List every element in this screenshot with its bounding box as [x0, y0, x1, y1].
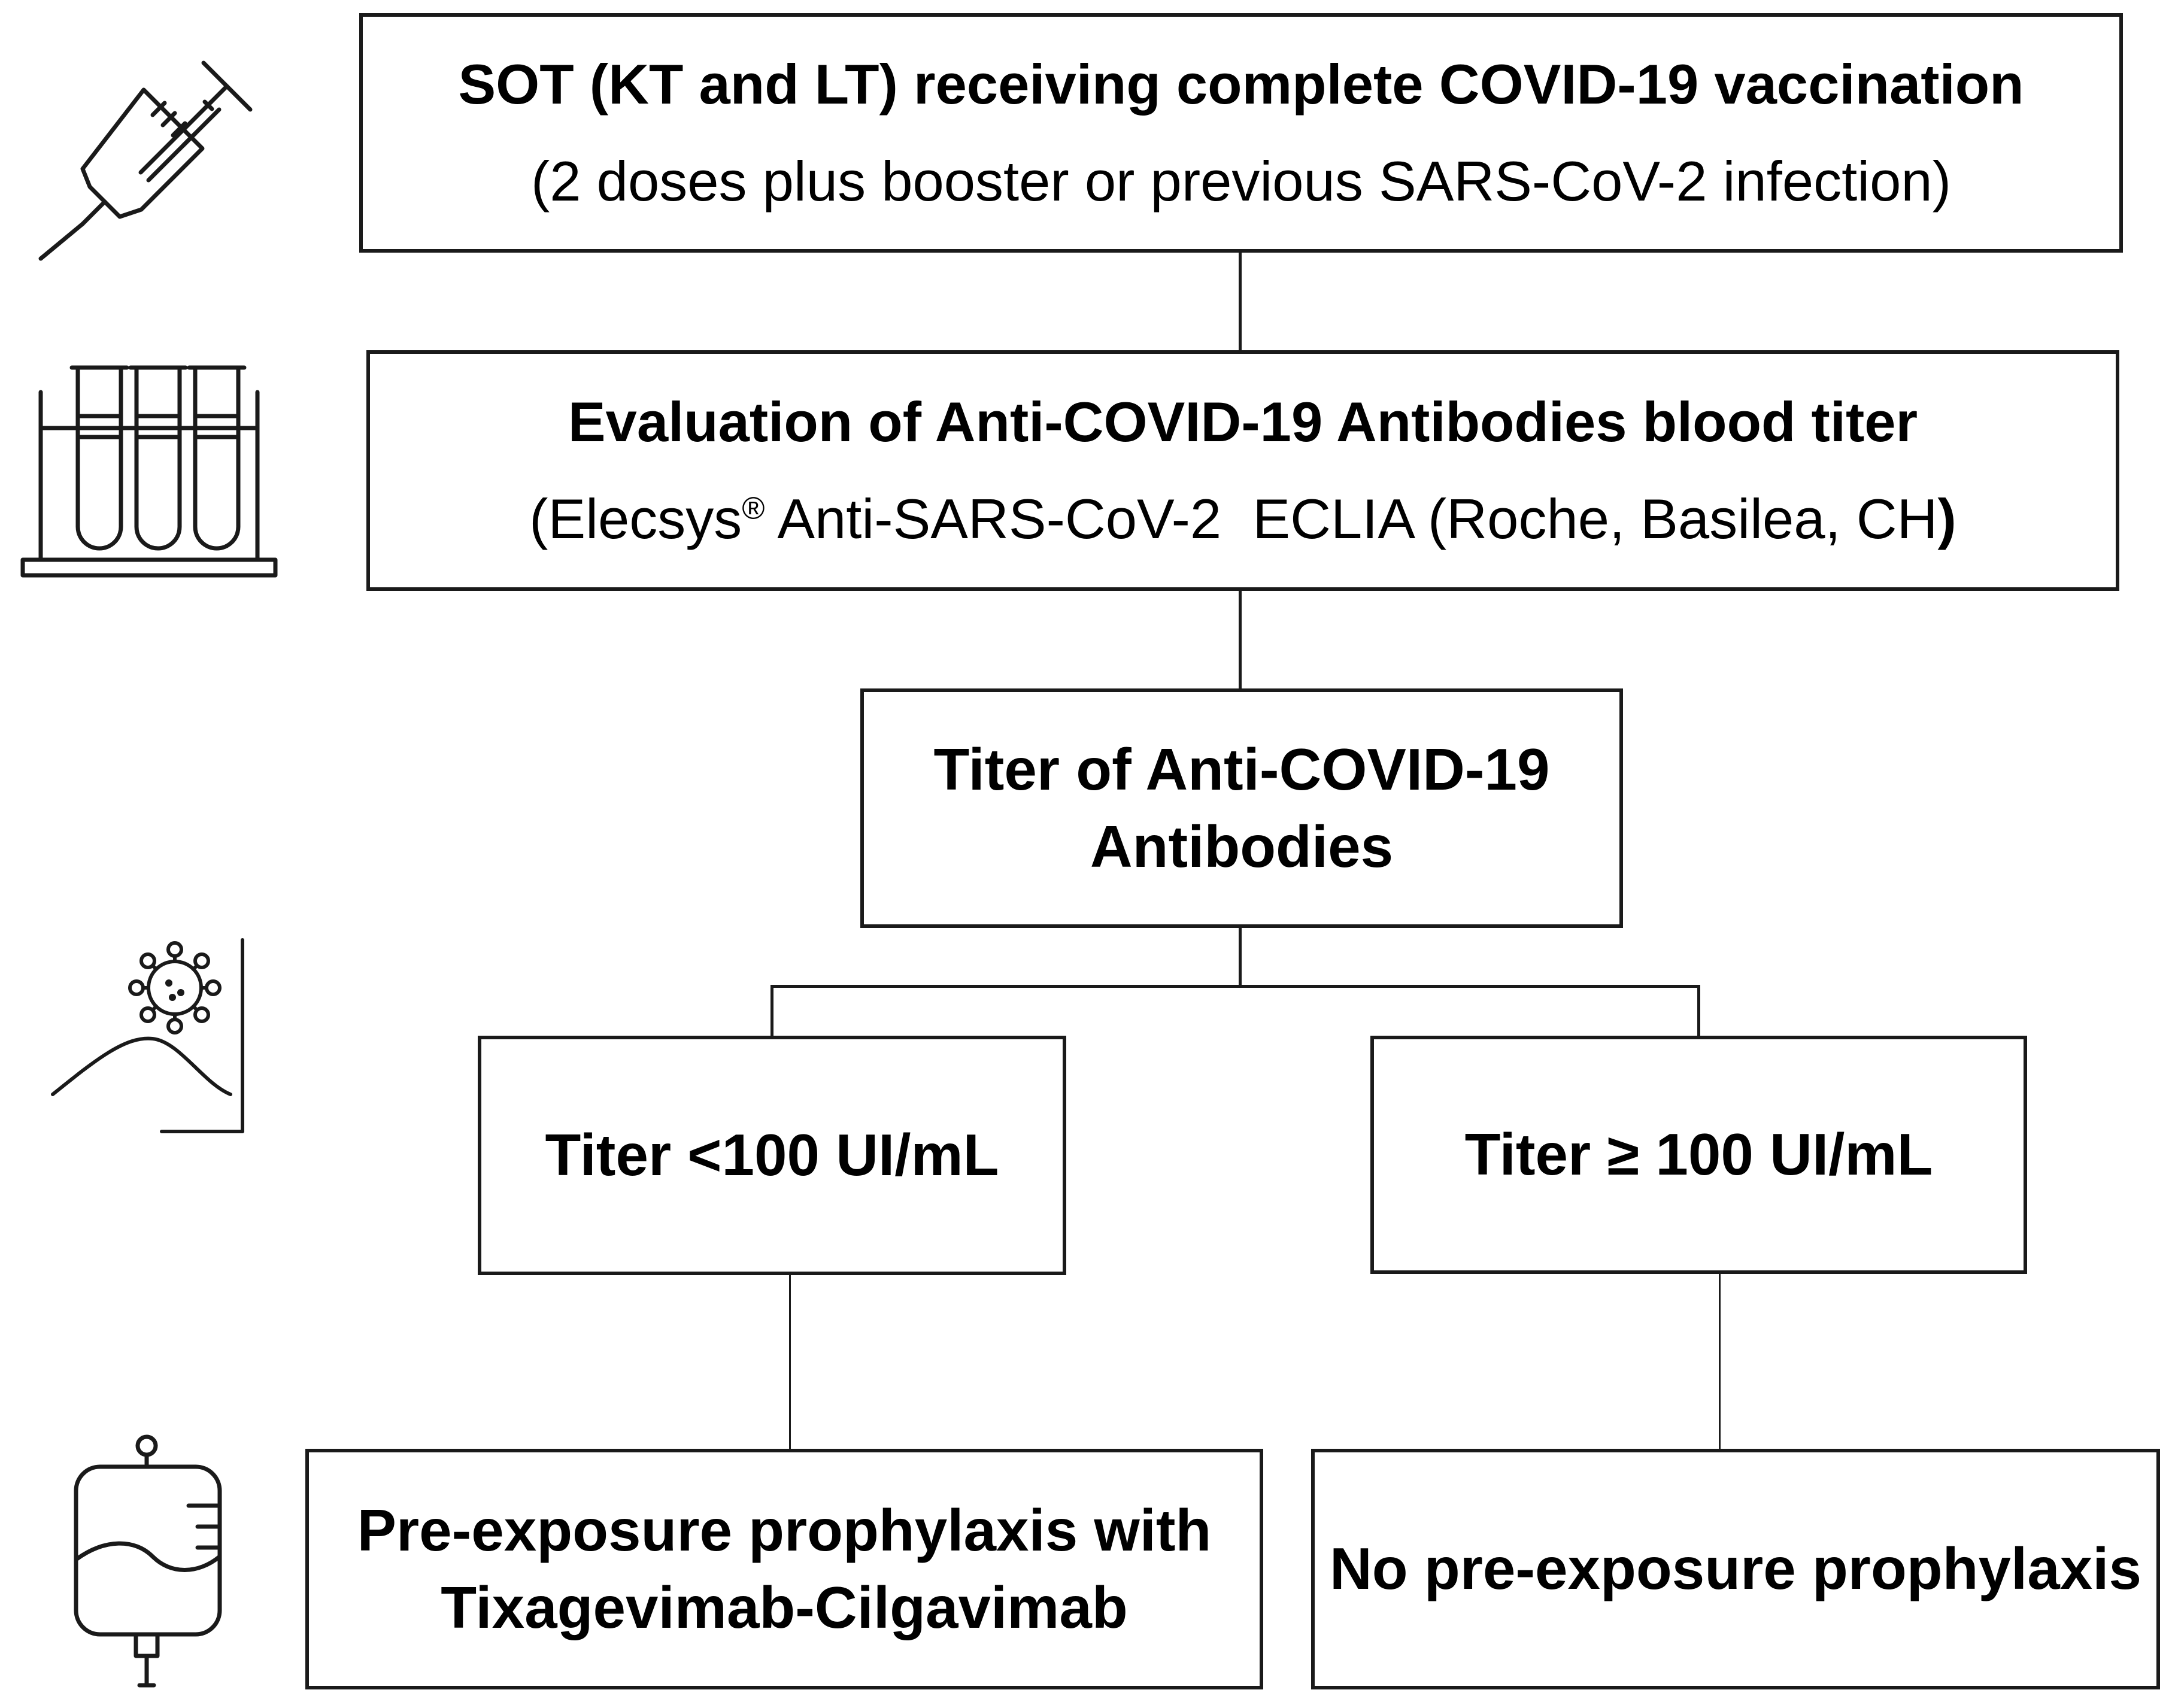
connector-high-no-prophylaxis — [1719, 1268, 1721, 1455]
connector-split-high — [1697, 985, 1700, 1039]
titer-line1: Titer of Anti-COVID-19 — [933, 736, 1550, 802]
high-titer-node: Titer ≥ 100 UI/mL — [1370, 1036, 2027, 1274]
evaluation-node: Evaluation of Anti-COVID-19 Antibodies b… — [366, 350, 2119, 591]
connector-split-horizontal — [770, 985, 1700, 988]
connector-low-prophylaxis — [789, 1274, 791, 1461]
low-titer-node: Titer <100 UI/mL — [478, 1036, 1066, 1275]
prophylaxis-line1: Pre-exposure prophylaxis with — [357, 1497, 1212, 1563]
titer-line2: Antibodies — [1090, 814, 1394, 879]
evaluation-title: Evaluation of Anti-COVID-19 Antibodies b… — [568, 390, 1918, 453]
evaluation-subtitle: (Elecsys® Anti-SARS-CoV-2 ECLIA (Roche, … — [529, 483, 1956, 556]
test-tubes-icon — [18, 359, 281, 581]
iv-bag-icon — [69, 1434, 236, 1691]
evaluation-subtitle-suffix: Anti-SARS-CoV-2 ECLIA (Roche, Basilea, C… — [765, 487, 1938, 550]
connector-evaluation-titer — [1239, 590, 1242, 688]
no-prophylaxis-label: No pre-exposure prophylaxis — [1329, 1536, 2142, 1602]
prophylaxis-line2: Tixagevimab-Cilgavimab — [441, 1574, 1128, 1640]
evaluation-subtitle-prefix: (Elecsys — [529, 487, 742, 550]
start-node: SOT (KT and LT) receiving complete COVID… — [359, 13, 2123, 253]
prophylaxis-node: Pre-exposure prophylaxis with Tixagevima… — [305, 1449, 1263, 1689]
titer-node: Titer of Anti-COVID-19 Antibodies — [860, 688, 1623, 928]
syringe-icon — [30, 36, 269, 263]
low-titer-label: Titer <100 UI/mL — [545, 1122, 999, 1188]
virus-curve-icon — [42, 934, 257, 1137]
high-titer-label: Titer ≥ 100 UI/mL — [1464, 1121, 1933, 1188]
no-prophylaxis-node: No pre-exposure prophylaxis — [1311, 1449, 2160, 1689]
evaluation-subtitle-close: ) — [1937, 487, 1956, 550]
start-title: SOT (KT and LT) receiving complete COVID… — [458, 52, 2024, 116]
connector-start-evaluation — [1239, 251, 1242, 350]
connector-split-low — [770, 985, 773, 1039]
start-subtitle: (2 doses plus booster or previous SARS-C… — [530, 150, 1952, 213]
connector-titer-split — [1239, 928, 1242, 988]
registered-mark: ® — [742, 490, 765, 526]
